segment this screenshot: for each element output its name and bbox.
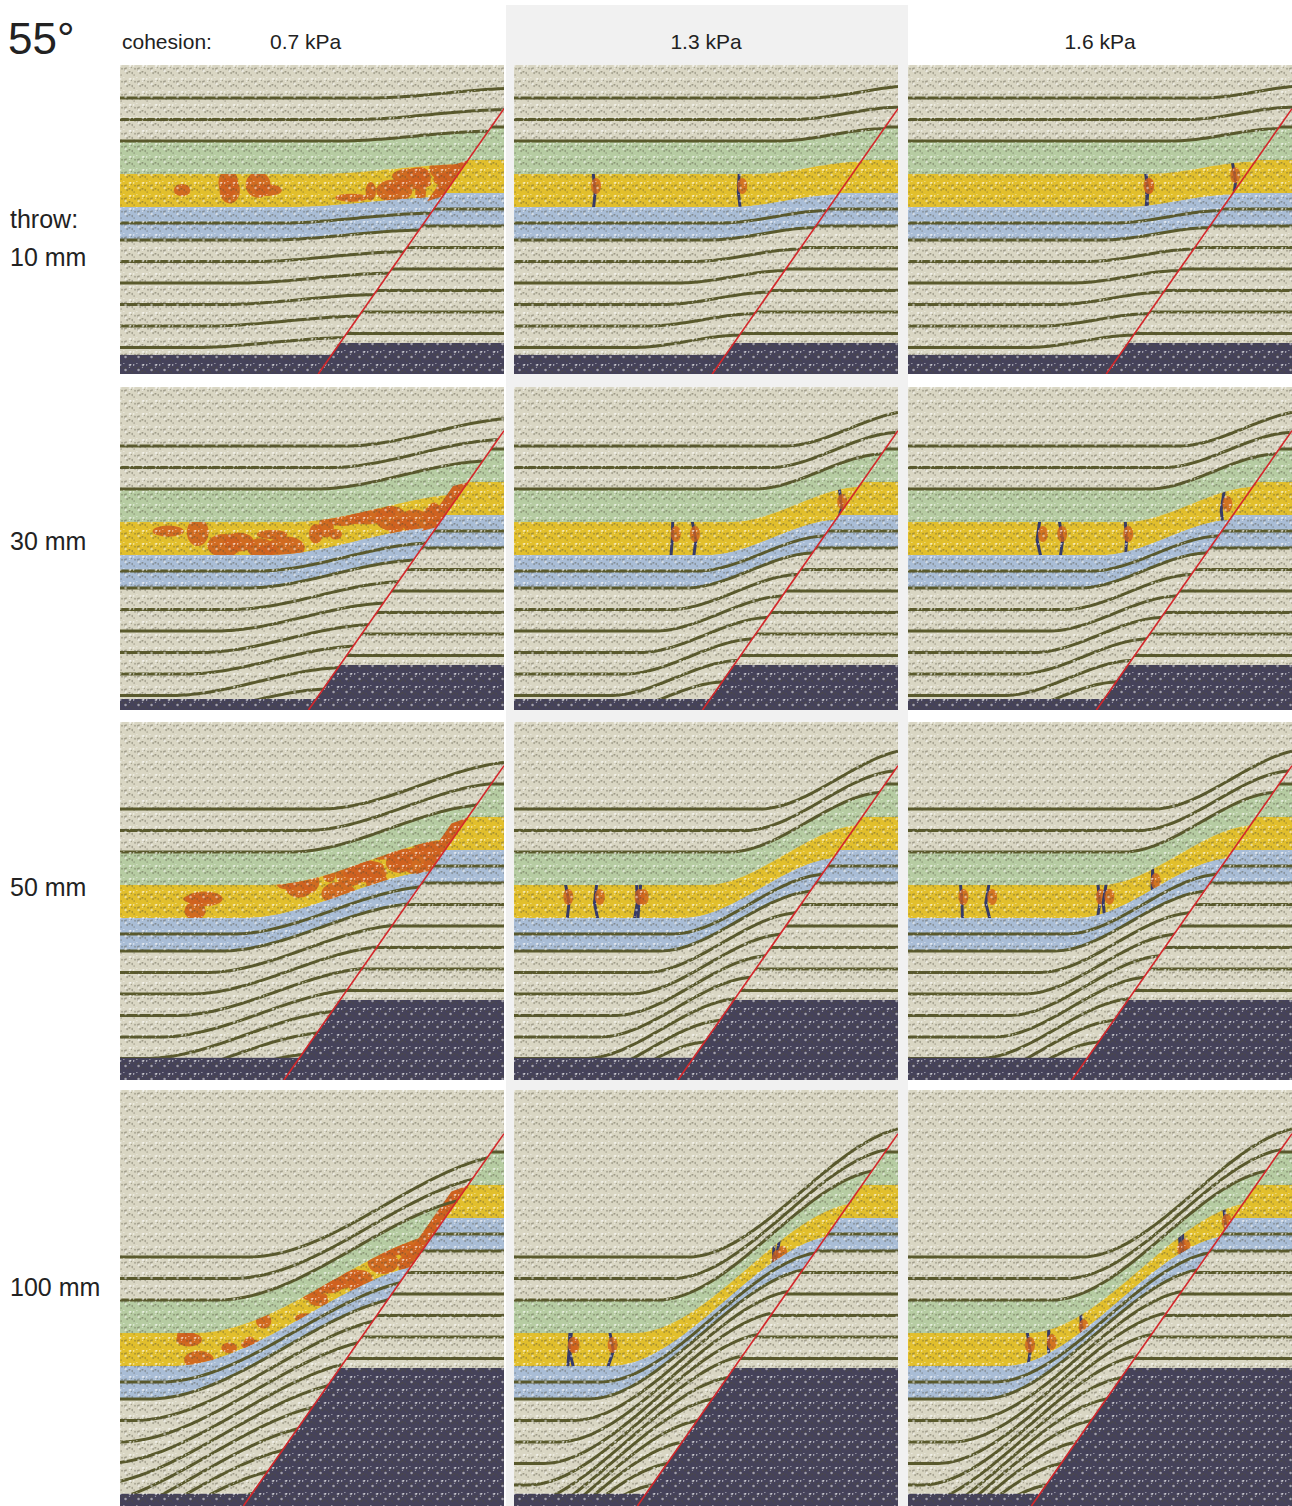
column-header: 1.3 kPa	[670, 30, 741, 54]
fault-line	[284, 766, 504, 1080]
fault-line	[1031, 1134, 1292, 1506]
sand-ground	[514, 722, 898, 1080]
model-panel	[514, 387, 898, 710]
model-panel	[120, 1090, 504, 1506]
fault-line	[243, 1134, 504, 1506]
grain-texture	[908, 722, 1292, 1080]
row-label: 10 mm	[10, 243, 86, 272]
model-panel	[908, 1090, 1292, 1506]
sand-ground	[908, 1090, 1292, 1506]
model-panel	[514, 722, 898, 1080]
column-header: 1.6 kPa	[1064, 30, 1135, 54]
sand-ground	[514, 387, 898, 710]
model-panel	[120, 65, 504, 374]
fault-line	[678, 766, 898, 1080]
grain-texture	[514, 65, 898, 374]
grain-texture	[514, 1090, 898, 1506]
fault-line	[712, 109, 898, 374]
fault-line	[637, 1134, 898, 1506]
grain-texture	[120, 1090, 504, 1506]
sand-ground	[908, 722, 1292, 1080]
model-panel	[120, 387, 504, 710]
grain-texture	[908, 65, 1292, 374]
fault-line	[1097, 431, 1292, 710]
grain-texture	[120, 387, 504, 710]
sand-ground	[120, 1090, 504, 1506]
model-panel	[908, 387, 1292, 710]
model-panel	[908, 65, 1292, 374]
grain-texture	[514, 387, 898, 710]
figure-title: 55°	[8, 14, 75, 65]
grain-texture	[908, 1090, 1292, 1506]
grain-texture	[514, 722, 898, 1080]
model-panel	[514, 1090, 898, 1506]
column-header: 0.7 kPa	[270, 30, 341, 54]
grain-texture	[120, 722, 504, 1080]
column-highlight	[506, 5, 908, 1506]
fault-line	[1106, 109, 1292, 374]
row-label: 100 mm	[10, 1273, 100, 1302]
sand-ground	[908, 65, 1292, 374]
fault-line	[309, 431, 505, 710]
sand-ground	[120, 387, 504, 710]
sand-ground	[908, 387, 1292, 710]
model-panel	[908, 722, 1292, 1080]
axis-caption: throw:	[10, 205, 78, 234]
model-panel	[514, 65, 898, 374]
sand-ground	[120, 722, 504, 1080]
fault-line	[318, 109, 504, 374]
fault-line	[1072, 766, 1292, 1080]
grain-texture	[120, 65, 504, 374]
grain-texture	[908, 387, 1292, 710]
sand-ground	[514, 1090, 898, 1506]
row-label: 50 mm	[10, 873, 86, 902]
row-label: 30 mm	[10, 527, 86, 556]
sand-ground	[120, 65, 504, 374]
model-panel	[120, 722, 504, 1080]
sand-ground	[514, 65, 898, 374]
fault-line	[703, 431, 899, 710]
axis-caption: cohesion:	[122, 30, 212, 54]
